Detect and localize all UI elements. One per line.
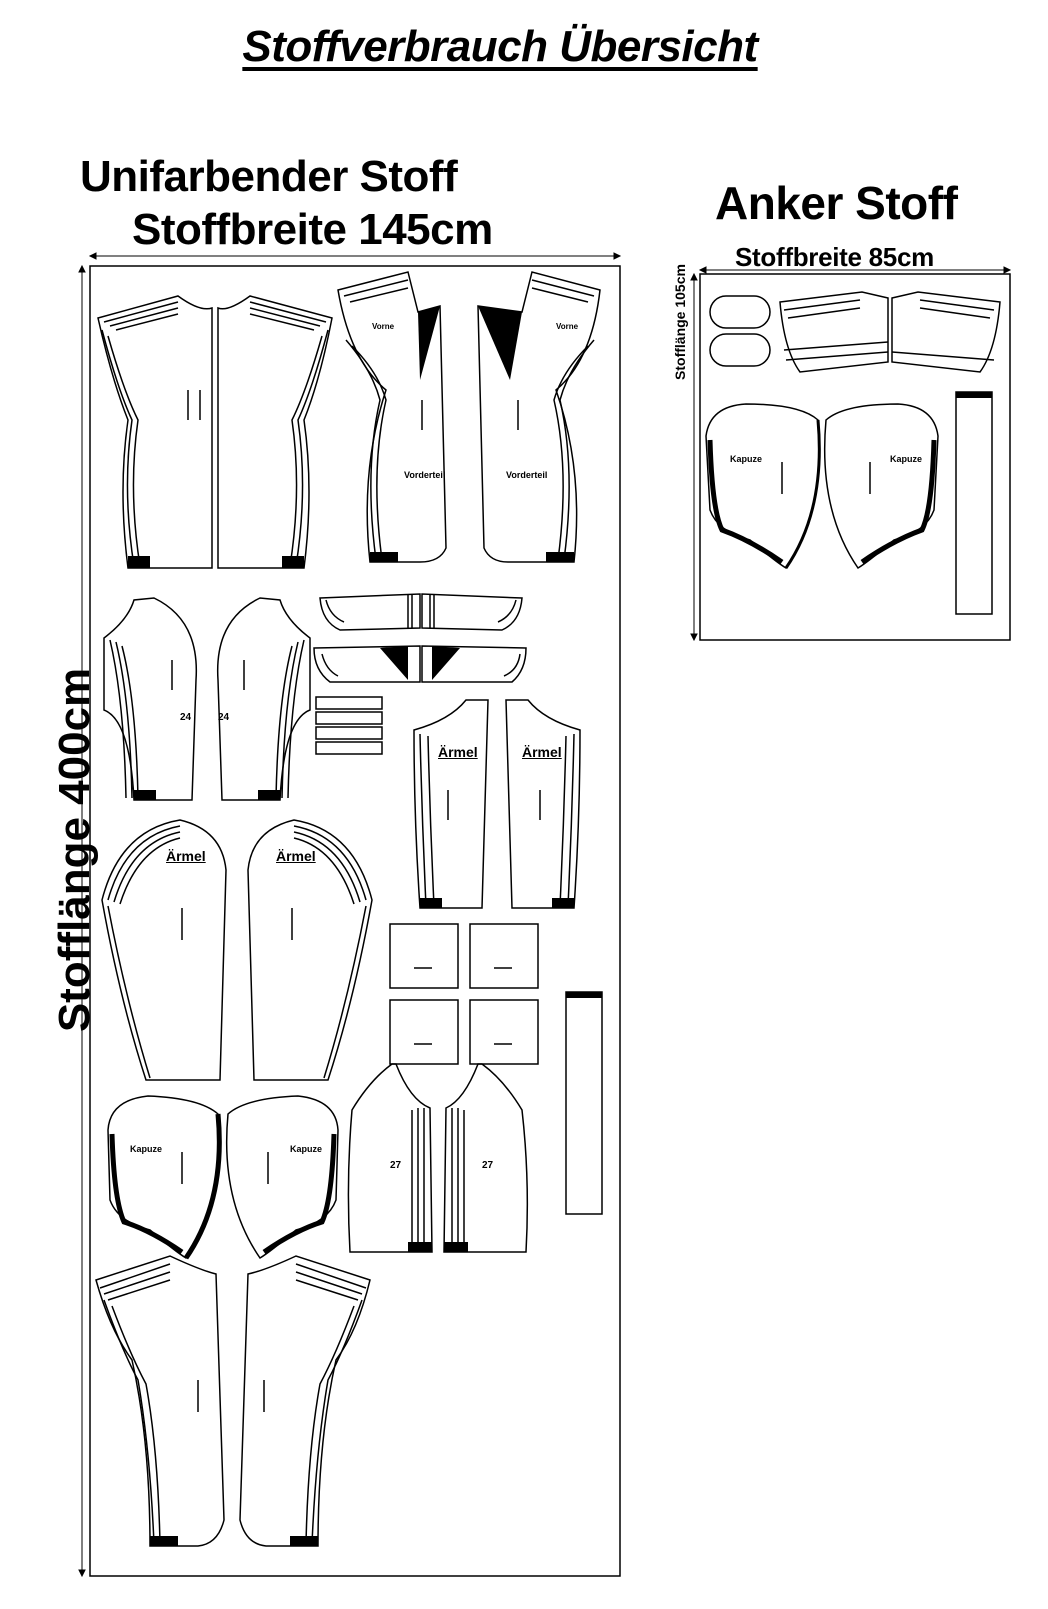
piece-front-facing-left: [95, 1255, 225, 1547]
label-number-27-1: 27: [390, 1160, 402, 1171]
piece-front-right: [477, 271, 601, 563]
label-aermel-2: Ärmel: [276, 848, 316, 864]
anker-fabric-rect: [699, 273, 1011, 641]
anker-long-strip: [955, 391, 993, 615]
piece-sleeve-narrow-left: [413, 699, 489, 909]
label-kapuze-3: Kapuze: [730, 454, 763, 464]
label-kapuze-1: Kapuze: [130, 1144, 163, 1154]
label-kapuze-2: Kapuze: [290, 1144, 323, 1154]
piece-back-left: [97, 295, 213, 569]
anker-title: Anker Stoff: [715, 177, 958, 229]
piece-sleeve-left: [101, 819, 227, 1081]
piece-collar-top: [319, 593, 523, 631]
unifarben-fabric-rect: [89, 265, 621, 1577]
piece-front-left: [337, 271, 447, 563]
unifarben-length-dimension: [78, 264, 86, 1578]
piece-long-strip: [565, 991, 603, 1215]
unifarben-width-dimension: [88, 252, 622, 260]
piece-hood-right: [225, 1095, 339, 1260]
piece-side-left: [347, 1063, 433, 1253]
label-vorne-2: Vorne: [556, 322, 579, 331]
piece-sleeve-narrow-right: [505, 699, 581, 909]
label-number-24-1: 24: [180, 712, 192, 723]
label-number-24-2: 24: [218, 712, 230, 723]
label-aermel-1: Ärmel: [166, 848, 206, 864]
label-number-27-2: 27: [482, 1160, 494, 1171]
anker-width-dimension: [698, 266, 1012, 274]
page-title: Stoffverbrauch Übersicht: [242, 22, 758, 71]
piece-pockets: [389, 923, 539, 1065]
piece-side-right: [443, 1063, 529, 1253]
anker-length-dimension: [690, 272, 698, 642]
unifarben-width-label: Stoffbreite 145cm: [132, 205, 493, 254]
anker-hood-right: [823, 403, 939, 570]
label-vorne-1: Vorne: [372, 322, 395, 331]
piece-sleeve-right: [247, 819, 373, 1081]
piece-front-facing-right: [239, 1255, 371, 1547]
label-kapuze-4: Kapuze: [890, 454, 923, 464]
anker-pocket-ovals: [709, 295, 771, 367]
piece-hood-left: [107, 1095, 222, 1260]
piece-strips: [315, 696, 383, 755]
piece-back-right: [199, 295, 333, 569]
label-aermel-3: Ärmel: [438, 744, 478, 760]
anker-hood-left: [705, 403, 821, 570]
piece-side-back-right: [216, 597, 311, 801]
anker-width-label: Stoffbreite 85cm: [735, 242, 934, 272]
anker-collar: [779, 291, 1001, 373]
unifarben-title: Unifarbender Stoff: [80, 152, 458, 201]
label-vorderteil-1: Vorderteil: [404, 470, 446, 480]
piece-side-back-left: [103, 597, 198, 801]
piece-collar-bottom: [313, 645, 527, 683]
label-vorderteil-2: Vorderteil: [506, 470, 548, 480]
label-aermel-4: Ärmel: [522, 744, 562, 760]
